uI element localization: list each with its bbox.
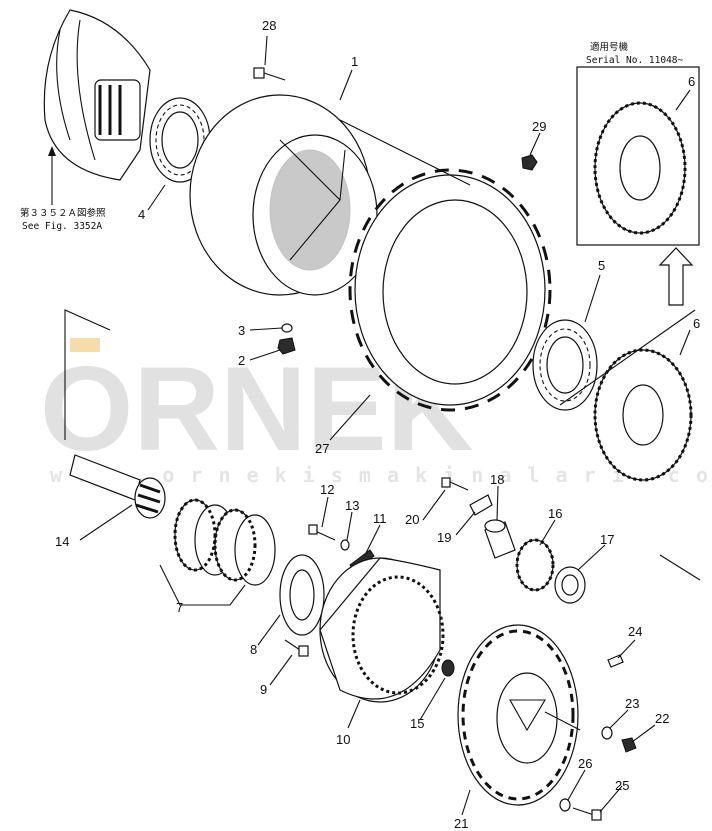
sprocket-27 [348, 168, 552, 412]
callout-7: 7 [176, 600, 183, 615]
callout-25: 25 [615, 778, 629, 793]
callout-8: 8 [250, 642, 257, 657]
gear-6-guide-line [559, 309, 696, 406]
callout-16: 16 [548, 506, 562, 521]
callout-labels: 28 1 29 4 3 2 5 6 6 27 14 7 8 9 12 13 11… [55, 18, 700, 831]
callout-3: 3 [238, 323, 245, 338]
callout-26: 26 [578, 756, 592, 771]
ring-23 [601, 726, 613, 740]
shaft-14 [69, 454, 166, 519]
callout-5: 5 [598, 258, 605, 273]
callout-22: 22 [655, 711, 669, 726]
ring-gear-10 [319, 557, 445, 703]
callout-6: 6 [693, 316, 700, 331]
callout-15: 15 [410, 716, 424, 731]
leader-lines [79, 35, 691, 816]
nut-29 [521, 154, 538, 171]
watermark-logo-mark [70, 338, 100, 352]
callout-21: 21 [454, 816, 468, 831]
bearing-17 [554, 566, 586, 604]
clutch-pack-7 [159, 498, 276, 606]
cover-21 [457, 624, 579, 806]
bolt-28 [253, 67, 286, 81]
bolt-25 [572, 807, 602, 821]
callout-18: 18 [490, 472, 504, 487]
callout-12: 12 [320, 482, 334, 497]
callout-2: 2 [238, 353, 245, 368]
callout-20: 20 [405, 512, 419, 527]
callout-27: 27 [315, 441, 329, 456]
callout-10: 10 [336, 732, 350, 747]
plate-8 [279, 554, 325, 636]
see-fig-jp: 第３３５２Ａ図参照 [20, 207, 106, 219]
callout-11: 11 [373, 511, 387, 526]
callout-14: 14 [55, 534, 69, 549]
callout-17: 17 [600, 532, 614, 547]
nipple-2 [277, 337, 296, 355]
plug-24 [607, 654, 624, 668]
bolt-20 [441, 477, 469, 491]
callout-28: 28 [262, 18, 276, 33]
bolt-9 [284, 639, 309, 657]
see-fig-note: 第３３５２Ａ図参照 See Fig. 3352A [20, 146, 106, 232]
shaft-guide [64, 309, 111, 440]
serial-note-en: Serial No. 11048~ [586, 55, 684, 66]
final-drive-housing [43, 9, 151, 181]
see-fig-en: See Fig. 3352A [22, 221, 102, 232]
serial-variant-box: 適用号機 Serial No. 11048~ [576, 41, 700, 246]
arrow-up [658, 247, 694, 306]
hub-1 [189, 94, 378, 296]
callout-9: 9 [260, 682, 267, 697]
callout-23: 23 [625, 696, 639, 711]
callout-29: 29 [532, 119, 546, 134]
washer-13 [340, 539, 350, 551]
seal-ring-3 [281, 323, 293, 333]
callout-6-serial: 6 [688, 74, 695, 89]
washer-26 [559, 798, 571, 812]
gear-6-guide-line-2 [659, 554, 701, 581]
bolt-12 [308, 524, 336, 541]
serial-note-jp: 適用号機 [590, 41, 629, 53]
callout-13: 13 [345, 498, 359, 513]
gear-6 [593, 348, 693, 482]
callout-24: 24 [628, 624, 642, 639]
plate-19 [469, 494, 493, 516]
callout-4: 4 [138, 207, 145, 222]
shaft-18 [484, 519, 516, 559]
bearing-5 [532, 319, 598, 411]
callout-1: 1 [351, 54, 358, 69]
plug-15 [441, 659, 455, 677]
callout-19: 19 [437, 530, 451, 545]
gear-16 [515, 538, 555, 592]
